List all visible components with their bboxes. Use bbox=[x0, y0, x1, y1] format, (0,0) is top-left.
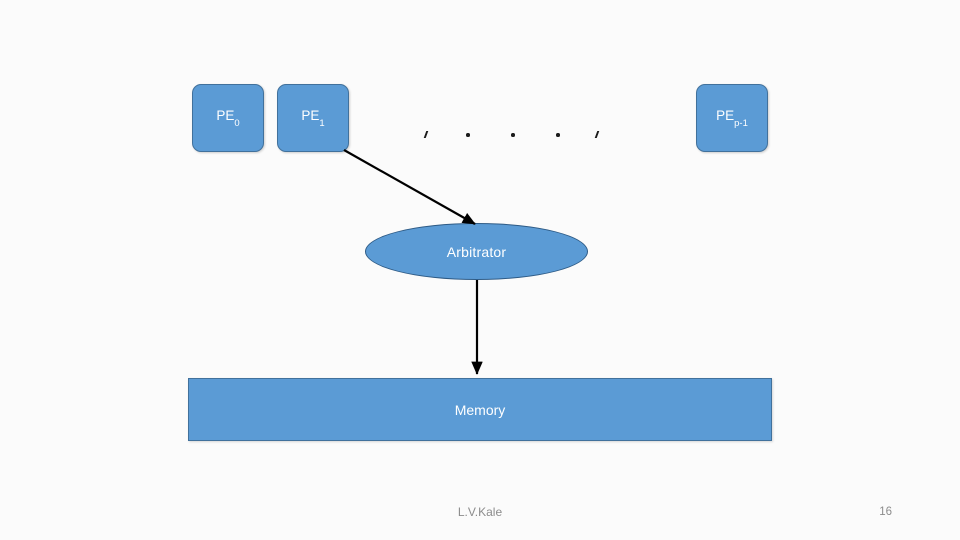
ellipsis-separator bbox=[420, 126, 608, 144]
pe-box-0-label: PE0 bbox=[216, 108, 240, 130]
ellipsis-tick-right-icon bbox=[594, 131, 600, 138]
arbitrator-ellipse[interactable]: Arbitrator bbox=[365, 223, 588, 280]
footer-author: L.V.Kale bbox=[457, 505, 503, 519]
pe-box-1-label: PE1 bbox=[301, 108, 325, 130]
footer-page-number: 16 bbox=[879, 506, 892, 518]
pe-box-p-1-subscript: p-1 bbox=[734, 118, 748, 130]
pe-box-p-1[interactable]: PEp-1 bbox=[696, 84, 768, 152]
pe-box-0-base: PE bbox=[216, 108, 235, 124]
ellipsis-dot-1-icon bbox=[466, 133, 470, 137]
pe-box-0-subscript: 0 bbox=[234, 118, 240, 130]
pe-box-1-subscript: 1 bbox=[319, 118, 325, 130]
memory-label: Memory bbox=[454, 401, 506, 418]
pe-box-0[interactable]: PE0 bbox=[192, 84, 264, 152]
arbitrator-label: Arbitrator bbox=[446, 243, 507, 260]
ellipsis-tick-left-icon bbox=[423, 131, 429, 138]
pe-box-1-base: PE bbox=[301, 108, 320, 124]
memory-bar[interactable]: Memory bbox=[188, 378, 772, 441]
connector-pe1-to-arbitrator bbox=[343, 149, 476, 225]
ellipsis-dot-3-icon bbox=[556, 133, 560, 137]
pe-box-1[interactable]: PE1 bbox=[277, 84, 349, 152]
pe-box-p-1-label: PEp-1 bbox=[716, 108, 748, 130]
ellipsis-dot-2-icon bbox=[511, 133, 515, 137]
pe-box-p-1-base: PE bbox=[716, 108, 735, 124]
